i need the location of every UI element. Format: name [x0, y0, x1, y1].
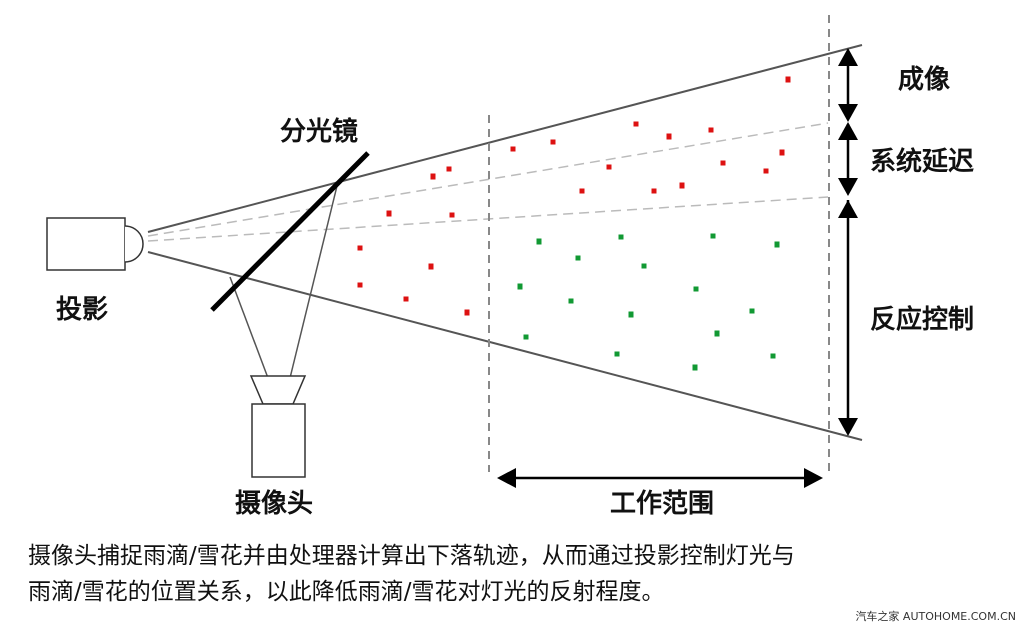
camera-ray-left	[229, 276, 269, 379]
red-particle	[446, 166, 452, 172]
red-particle	[464, 309, 470, 316]
beam-upper-edge	[147, 44, 863, 233]
response-control-label: 反应控制	[870, 304, 974, 335]
system-delay-arrow	[838, 122, 858, 196]
working-range-arrow	[497, 468, 823, 488]
beam-lower-edge	[147, 251, 863, 441]
imaging-label: 成像	[898, 65, 951, 95]
camera-label: 摄像头	[235, 489, 313, 519]
green-particles	[517, 233, 780, 371]
green-particle	[517, 283, 523, 290]
response-control-arrow	[838, 200, 858, 436]
adaptive-headlight-diagram: 投影 分光镜 摄像头 成像 系统延迟 反应控制 工作范围	[46, 15, 974, 519]
green-particle	[614, 351, 620, 357]
caption-line-2: 雨滴/雪花的位置关系，以此降低雨滴/雪花对灯光的反射程度。	[28, 579, 665, 605]
projector-label: 投影	[56, 295, 108, 325]
green-particle	[575, 255, 581, 261]
imaging-arrow	[838, 48, 858, 122]
red-particle	[708, 127, 714, 133]
red-particles	[357, 76, 791, 316]
green-particle	[536, 238, 542, 245]
red-particle	[428, 263, 434, 270]
green-particle	[693, 286, 699, 292]
red-particle	[510, 146, 516, 152]
red-particle	[386, 210, 392, 217]
red-particle	[666, 133, 672, 140]
red-particle	[357, 245, 363, 251]
red-particle	[357, 282, 363, 288]
red-particle	[763, 168, 769, 174]
green-particle	[774, 241, 780, 248]
red-particle	[779, 149, 785, 156]
green-particle	[628, 311, 634, 318]
red-particle	[720, 160, 726, 166]
green-particle	[523, 334, 529, 340]
system-delay-label: 系统延迟	[870, 146, 974, 177]
green-particle	[568, 298, 574, 304]
working-range-label: 工作范围	[610, 489, 714, 519]
projector-icon	[46, 217, 144, 271]
watermark: 汽车之家 AUTOHOME.COM.CN	[855, 610, 1016, 623]
green-particle	[618, 234, 624, 240]
red-particle	[679, 182, 685, 189]
red-particle	[449, 212, 455, 218]
green-particle	[692, 364, 698, 371]
red-particle	[606, 164, 612, 170]
green-particle	[641, 263, 647, 269]
red-particle	[430, 173, 436, 180]
caption-line-1: 摄像头捕捉雨滴/雪花并由处理器计算出下落轨迹，从而通过投影控制灯光与	[28, 543, 795, 569]
caption: 摄像头捕捉雨滴/雪花并由处理器计算出下落轨迹，从而通过投影控制灯光与 雨滴/雪花…	[28, 538, 1008, 610]
red-particle	[651, 188, 657, 194]
beam-splitter-mirror	[210, 151, 370, 312]
green-particle	[770, 353, 776, 359]
beam-splitter-label: 分光镜	[280, 116, 358, 147]
inner-dashed-line-1	[147, 122, 829, 237]
red-particle	[403, 296, 409, 302]
green-particle	[710, 233, 716, 239]
camera-icon	[249, 375, 307, 478]
red-particle	[633, 121, 639, 127]
camera-ray-right	[289, 185, 338, 379]
red-particle	[550, 139, 556, 145]
red-particle	[579, 188, 585, 194]
red-particle	[785, 76, 791, 83]
green-particle	[749, 308, 755, 314]
green-particle	[714, 330, 720, 337]
